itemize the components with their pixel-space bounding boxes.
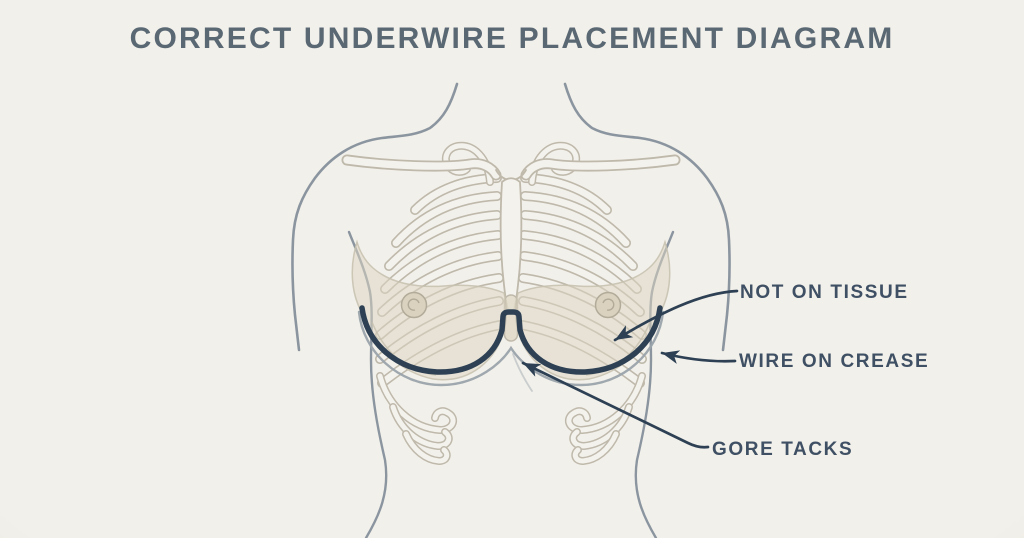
annotation-label-gore-tacks: GORE TACKS [712, 439, 854, 460]
underwire [359, 305, 663, 375]
arrow-gore-tacks [521, 361, 710, 449]
page-title: CORRECT UNDERWIRE PLACEMENT DIAGRAM [129, 22, 895, 55]
arrow-wire-on-crease [660, 350, 737, 364]
abdomen-midline [512, 353, 533, 392]
annotation-label-wire-on-crease: WIRE ON CREASE [739, 351, 930, 372]
underband-crease-line [357, 310, 665, 387]
arrow-not-on-tissue [613, 289, 739, 342]
annotation-label-not-on-tissue: NOT ON TISSUE [740, 282, 909, 303]
